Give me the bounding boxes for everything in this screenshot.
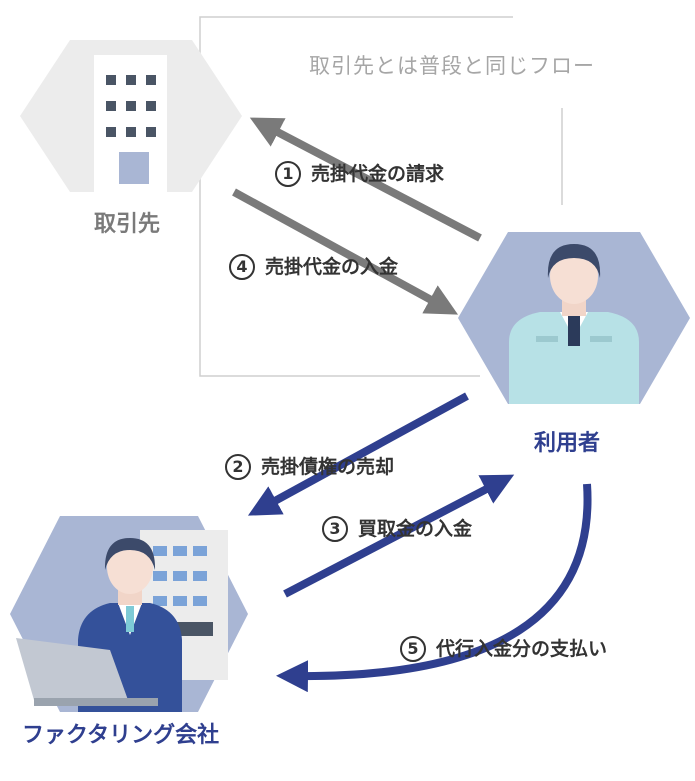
arrow-payment — [232, 188, 459, 315]
step-2: 2 売掛債権の売却 — [225, 454, 394, 480]
flow-bracket — [199, 16, 513, 377]
step-5-label: 代行入金分の支払い — [436, 637, 608, 660]
arrow-remittance — [276, 483, 592, 693]
step-5-number: 5 — [400, 636, 426, 662]
step-4: 4 売掛代金の入金 — [229, 254, 398, 280]
step-2-label: 売掛債権の売却 — [261, 455, 395, 478]
laptop-icon — [16, 638, 158, 706]
arrow-sale — [247, 392, 469, 516]
step-3: 3 買取金の入金 — [322, 516, 472, 542]
step-1-label: 売掛代金の請求 — [311, 162, 445, 185]
step-4-number: 4 — [229, 254, 255, 280]
user-label: 利用者 — [534, 431, 601, 456]
building-icon — [94, 55, 167, 192]
worker-icon — [509, 244, 639, 404]
step-2-number: 2 — [225, 454, 251, 480]
step-4-label: 売掛代金の入金 — [265, 255, 399, 278]
step-5: 5 代行入金分の支払い — [400, 636, 607, 662]
step-3-number: 3 — [322, 516, 348, 542]
step-1-number: 1 — [275, 161, 301, 187]
arrow-invoice — [249, 117, 482, 242]
flow-note: 取引先とは普段と同じフロー — [309, 54, 595, 78]
factoring-label: ファクタリング会社 — [22, 723, 220, 748]
step-3-label: 買取金の入金 — [358, 517, 473, 540]
partner-label: 取引先 — [94, 212, 161, 237]
step-1: 1 売掛代金の請求 — [275, 161, 444, 187]
arrow-purchase-payment — [283, 474, 515, 598]
